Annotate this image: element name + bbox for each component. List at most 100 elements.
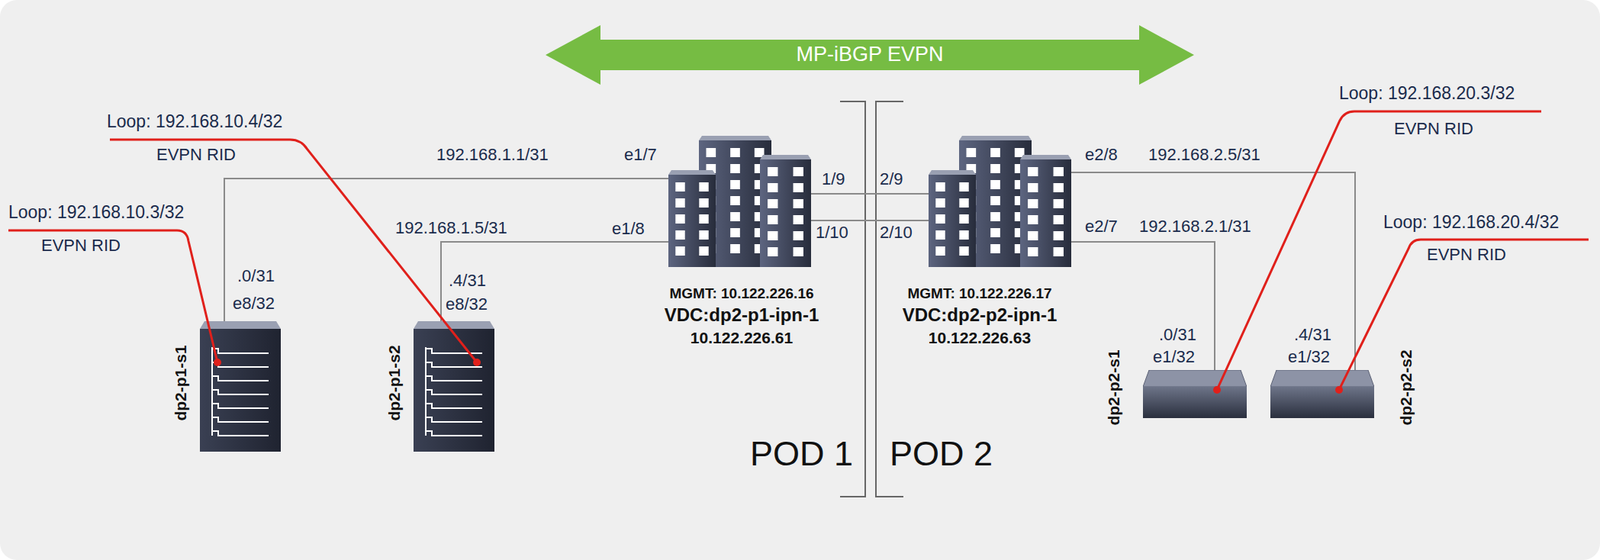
link-line [811,193,929,195]
building-window [675,230,685,240]
ipn-switch: MGMT: 10.122.226.17VDC:dp2-p2-ipn-110.12… [928,135,1072,268]
server-glyph [211,347,213,436]
building-window [990,212,1001,222]
mgmt-address: 10.122.226.63 [928,328,1031,347]
building-window [793,167,804,177]
building-window [1053,247,1064,257]
server-top [199,321,281,329]
mgmt-address: 10.122.226.61 [690,328,793,347]
building-window [793,199,804,209]
building-roof [668,170,716,175]
building-roof [1020,154,1072,160]
mgmt-address: MGMT: 10.122.226.17 [907,286,1052,303]
ipn-switch: MGMT: 10.122.226.16VDC:dp2-p1-ipn-110.12… [668,135,812,268]
spine-device: dp2-p1-s2 [413,321,495,452]
server-glyph [425,376,483,381]
building-window [1053,231,1064,241]
device-name: dp2-p1-s2 [385,344,403,421]
interface-label: EVPN RID [1393,119,1474,139]
building-window [990,244,1001,254]
server-glyph [212,417,269,422]
interface-label: .4/31 [448,271,487,290]
server-glyph [425,403,483,409]
mgmt-address: MGMT: 10.122.226.16 [669,286,814,303]
interface-label: EVPN RID [1426,245,1507,264]
leader-line [1339,239,1589,390]
building-roof [928,170,976,175]
banner-text: MP-iBGP EVPN [795,43,944,67]
building-window [1027,183,1038,193]
building-block [1020,159,1072,268]
building-window [959,182,969,192]
link-line [1071,241,1215,371]
building-roof [959,135,1032,141]
building-window [767,231,778,241]
interface-label: 2/9 [879,170,904,189]
building-window [1027,199,1038,209]
interface-label: 192.168.2.5/31 [1148,145,1261,165]
building-block [928,174,976,268]
link-line [224,178,669,322]
building-window [767,215,778,225]
building-window [1027,215,1038,225]
server-glyph [425,389,483,395]
link-line [811,219,929,222]
node-shape [199,321,281,452]
leader-dot [473,358,481,367]
building-window [935,198,945,208]
server-glyph [425,431,483,436]
building-window [1053,199,1064,209]
leader-line [8,230,218,363]
server-glyph [424,347,427,436]
interface-label: .0/31 [237,267,275,286]
leader-dot [1213,386,1221,394]
server-glyph [212,389,269,395]
node-shape [1270,370,1375,419]
interface-label: 2/10 [879,223,913,242]
building-window [793,183,804,193]
building-window [959,230,969,240]
building-window [675,214,685,224]
device-name: dp2-p1-s1 [171,344,190,421]
node-shape [1142,370,1247,419]
building-window [730,180,741,190]
building-window [959,246,969,256]
interface-label: e1/7 [624,145,657,165]
building-window [793,231,804,241]
interface-label: e2/7 [1084,217,1118,236]
building-window [990,164,1001,174]
interface-label: 192.168.1.1/31 [436,145,549,165]
device-top [1142,370,1247,387]
node-shape [928,135,1072,268]
interface-label: .0/31 [1158,325,1197,345]
building-window [935,182,945,192]
building-roof [698,135,772,141]
building-window [767,183,778,193]
building-window [935,230,945,240]
interface-label: Loop: 192.168.10.4/32 [106,112,283,132]
pod-label: POD 2 [889,434,993,474]
building-window [1053,167,1064,177]
leader-line [1216,111,1542,390]
server-body [413,328,495,452]
building-window [990,180,1001,190]
building-window [767,247,778,257]
building-window [1027,231,1038,241]
building-roof [759,154,812,160]
banner-arrow: MP-iBGP EVPN [545,25,1195,85]
link-line [1071,172,1356,371]
interface-label: .4/31 [1294,325,1332,345]
building-window [698,198,709,208]
leader-dot [1335,386,1343,394]
spine-device: dp2-p2-s1 [1142,370,1247,419]
building-window [935,246,945,256]
building-window [935,214,945,224]
server-body [199,328,281,452]
interface-label: EVPN RID [41,236,121,255]
server-glyph [212,403,269,409]
building-window [767,199,778,209]
building-window [730,212,741,222]
link-line [441,241,669,322]
building-window [730,164,741,174]
leader-dot [213,358,222,367]
